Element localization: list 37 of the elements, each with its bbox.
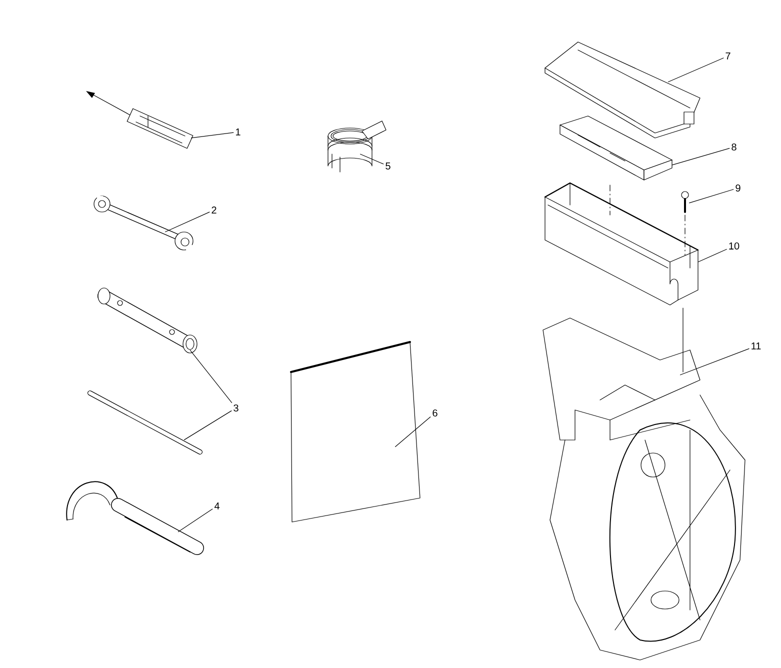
leader-line xyxy=(689,189,734,204)
part-drawing xyxy=(681,191,689,213)
leader-line xyxy=(698,248,727,262)
assembly-line xyxy=(682,308,684,372)
leader-line xyxy=(680,348,750,376)
part-drawing xyxy=(544,182,699,306)
part-drawing xyxy=(290,341,420,522)
part-drawing xyxy=(66,481,204,555)
callout-number: 9 xyxy=(736,184,740,192)
callout-number: 5 xyxy=(386,162,390,170)
callout-number: 8 xyxy=(732,143,736,151)
part-drawing xyxy=(94,196,195,250)
part-drawing xyxy=(544,42,700,138)
leader-line xyxy=(395,416,431,448)
callout-number: 6 xyxy=(432,409,438,417)
callout-number: 10 xyxy=(729,242,740,250)
callout-number: 3 xyxy=(234,404,238,412)
callout-number: 2 xyxy=(212,206,216,214)
callout-number: 11 xyxy=(752,342,761,350)
part-drawing xyxy=(88,390,202,454)
assembly-line xyxy=(684,214,686,256)
callout-number: 1 xyxy=(236,128,240,136)
callout-number: 7 xyxy=(726,52,730,60)
leader-line xyxy=(672,148,730,166)
leader-line xyxy=(184,410,232,440)
leader-line xyxy=(178,508,213,532)
leader-line xyxy=(190,350,232,403)
part-drawing xyxy=(86,91,194,149)
part-drawing xyxy=(328,120,386,172)
callout-number: 4 xyxy=(214,502,220,510)
part-drawing xyxy=(98,288,198,354)
part-drawing xyxy=(560,116,672,180)
leader-line xyxy=(191,132,234,138)
leader-line xyxy=(668,58,724,82)
part-drawing xyxy=(542,318,746,660)
leader-line xyxy=(165,212,210,232)
leader-line xyxy=(360,154,384,164)
